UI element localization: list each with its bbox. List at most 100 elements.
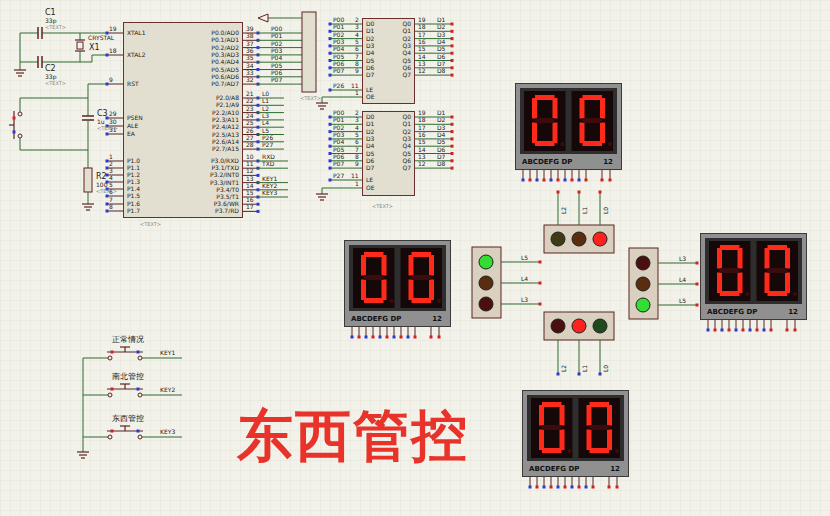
net-label: P01 bbox=[333, 117, 344, 123]
pin-number: 29 bbox=[109, 111, 117, 117]
pin-name: LE bbox=[366, 87, 373, 93]
pin-state-marker bbox=[379, 336, 382, 339]
switch-contact bbox=[108, 393, 112, 397]
pin-state-marker bbox=[451, 167, 454, 170]
digit-segment bbox=[542, 402, 562, 407]
wire bbox=[83, 358, 108, 359]
button-symbol bbox=[124, 426, 125, 431]
pin-name: P0.2/AD2 bbox=[211, 45, 239, 51]
pin-state-marker bbox=[430, 336, 433, 339]
pin-name: P1.5 bbox=[127, 193, 140, 199]
pin-name: OE bbox=[366, 185, 375, 191]
net-label: P04 bbox=[333, 139, 344, 145]
net-label: D4 bbox=[437, 132, 445, 138]
pin-state-marker bbox=[592, 486, 595, 489]
net-label: P00 bbox=[333, 17, 344, 23]
digit-segment bbox=[542, 425, 562, 430]
pin-number: 11 bbox=[351, 173, 359, 179]
pin-state-marker bbox=[599, 373, 602, 376]
digit-segment bbox=[560, 405, 565, 426]
pin-name: P1.6 bbox=[127, 201, 140, 207]
digit-segment bbox=[364, 252, 384, 257]
pin-state-marker bbox=[585, 486, 588, 489]
pin-number: 12 bbox=[246, 168, 254, 174]
wire bbox=[501, 262, 540, 263]
net-label: KEY3 bbox=[160, 429, 175, 435]
pin-name: P1.2 bbox=[127, 172, 140, 178]
net-label: KEY1 bbox=[262, 176, 277, 182]
pin-state-marker bbox=[400, 336, 403, 339]
pin-name: D2 bbox=[366, 36, 374, 42]
wire bbox=[20, 98, 88, 99]
net-label: P05 bbox=[333, 54, 344, 60]
pin-number: 9 bbox=[355, 161, 359, 167]
part-name: C2 bbox=[45, 65, 56, 73]
wire bbox=[258, 168, 288, 169]
display-label: ABCDEFG DP bbox=[529, 466, 579, 473]
pin-state-marker bbox=[557, 373, 560, 376]
part-name: C1 bbox=[45, 9, 56, 17]
signal-lamp bbox=[479, 297, 493, 311]
pin-state-marker bbox=[557, 179, 560, 182]
digit-point bbox=[390, 299, 394, 303]
net-label: L1 bbox=[582, 207, 588, 214]
display-bezel bbox=[527, 395, 624, 461]
pin-state-marker bbox=[137, 388, 140, 391]
display-label: 12 bbox=[432, 316, 442, 323]
ground-symbol bbox=[14, 69, 26, 70]
pin-name: D0 bbox=[366, 114, 374, 120]
capacitor-symbol bbox=[37, 27, 39, 39]
digit-segment bbox=[429, 280, 434, 301]
resistor-symbol bbox=[84, 168, 92, 192]
digit-segment bbox=[600, 123, 605, 144]
digit-segment bbox=[532, 123, 537, 144]
pin-number: 36 bbox=[246, 48, 254, 54]
pin-state-marker bbox=[451, 66, 454, 69]
button-symbol bbox=[120, 383, 130, 384]
pin-name: D5 bbox=[366, 151, 374, 157]
digit-segment bbox=[717, 248, 722, 269]
pin-state-marker bbox=[539, 282, 542, 285]
pin-name: D5 bbox=[366, 58, 374, 64]
pin-number: 26 bbox=[246, 128, 254, 134]
pin-number: 28 bbox=[246, 142, 254, 148]
pin-state-marker bbox=[578, 191, 581, 194]
pin-state-marker bbox=[257, 174, 260, 177]
signal-lamp bbox=[636, 256, 650, 270]
traffic-light-housing bbox=[629, 248, 658, 319]
part-value: 1u bbox=[97, 119, 105, 125]
pin-state-marker bbox=[13, 117, 16, 120]
pin-state-marker bbox=[557, 191, 560, 194]
digit-segment bbox=[532, 98, 537, 119]
pin-name: P3.0/RXD bbox=[211, 158, 239, 164]
digit-segment bbox=[409, 255, 414, 276]
pin-name: P2.5/A13 bbox=[212, 132, 239, 138]
wire bbox=[88, 120, 89, 168]
digit-point bbox=[793, 292, 797, 296]
pin-number: 12 bbox=[418, 161, 426, 167]
pin-number: 14 bbox=[418, 54, 426, 60]
digit-segment bbox=[768, 245, 788, 250]
net-label: L5 bbox=[521, 255, 528, 261]
pin-state-marker bbox=[756, 329, 759, 332]
seven-segment-display: ABCDEFG DP12 bbox=[344, 240, 451, 327]
pin-name: XTAL1 bbox=[127, 30, 145, 36]
wire bbox=[88, 192, 89, 204]
pin-name: D1 bbox=[366, 121, 374, 127]
traffic-light-housing bbox=[544, 312, 614, 340]
switch-contact bbox=[18, 134, 22, 138]
pin-state-marker bbox=[257, 203, 260, 206]
pin-state-marker bbox=[106, 54, 109, 57]
net-label: P03 bbox=[271, 48, 282, 54]
wire bbox=[258, 84, 302, 85]
wire bbox=[20, 98, 21, 112]
net-label: L2 bbox=[561, 365, 567, 372]
latch-chip: D0D1D2D3D4D5D6D7LEOEQ0Q1Q2Q3Q4Q5Q6Q7 bbox=[362, 18, 415, 104]
pin-state-marker bbox=[329, 116, 332, 119]
part-value: CRYSTAL bbox=[88, 35, 114, 41]
digit-segment bbox=[587, 430, 592, 451]
net-label: P04 bbox=[271, 55, 282, 61]
pin-number: 16 bbox=[418, 132, 426, 138]
pin-number: 16 bbox=[246, 197, 254, 203]
digit-segment bbox=[361, 280, 366, 301]
